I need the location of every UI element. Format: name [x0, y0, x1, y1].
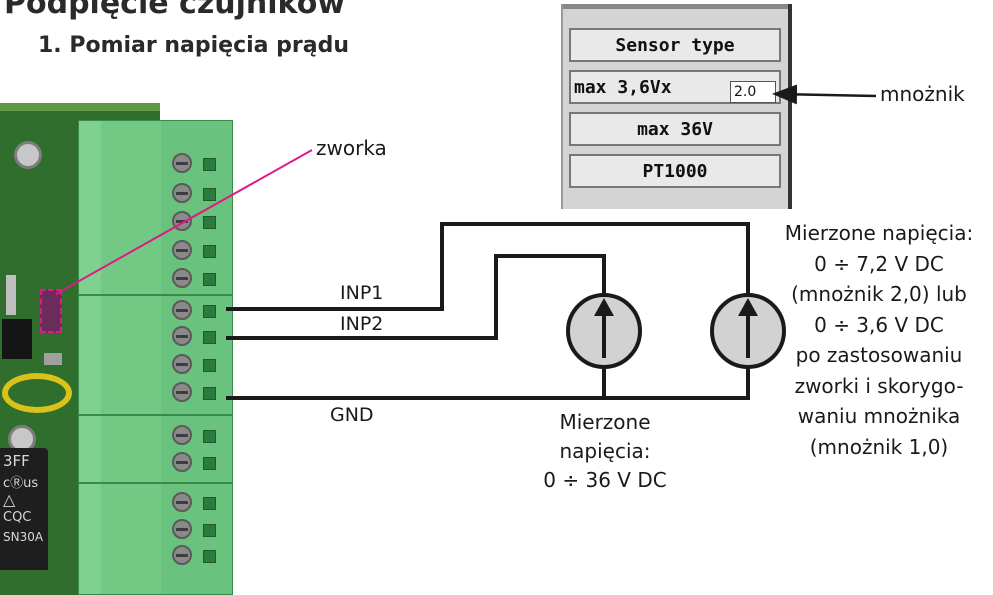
terminal-contact: [203, 331, 216, 344]
section-subtitle: 1. Pomiar napięcia prądu: [38, 33, 350, 58]
terminal-contact: [203, 305, 216, 318]
sensor-type-panel: Sensor type max 3,6Vx 2.0 max 36V PT1000: [561, 4, 792, 209]
yellow-coil: [2, 373, 72, 413]
relay: 3FF cⓇus △ CQC SN30A: [0, 448, 48, 570]
terminal-screw: [172, 268, 192, 288]
max-36v-button[interactable]: max 36V: [569, 112, 781, 146]
terminal-screw: [172, 300, 192, 320]
terminal-contact: [203, 158, 216, 171]
terminal-screw: [172, 326, 192, 346]
pcb-edge: [0, 103, 160, 111]
terminal-block: [78, 415, 233, 483]
terminal-screw: [172, 519, 192, 539]
description-line: Mierzone napięcia:: [784, 221, 974, 245]
terminal-contact: [203, 550, 216, 563]
terminal-contact: [203, 188, 216, 201]
jumper-label: zworka: [316, 136, 387, 160]
mounting-hole: [14, 141, 42, 169]
relay-label: CQC: [3, 510, 32, 525]
inp1-wire: [226, 222, 750, 311]
description-line: (mnożnik 2,0) lub: [791, 282, 967, 306]
description-line: po zastosowaniu: [795, 343, 963, 367]
description-line: 0 ÷ 3,6 V DC: [814, 312, 944, 337]
terminal-block: [78, 120, 233, 295]
terminal-screw: [172, 425, 192, 445]
terminal-block: [78, 483, 233, 595]
inp2-label: INP2: [340, 313, 384, 335]
terminal-contact: [203, 273, 216, 286]
description-line: 0 ÷ 36 V DC: [543, 468, 667, 492]
terminal-contact: [203, 524, 216, 537]
terminal-contact: [203, 497, 216, 510]
voltmeter-left-icon: [566, 293, 642, 369]
relay-label: △: [3, 490, 16, 509]
smd-component: [44, 353, 62, 365]
max-3-6v-label: max 3,6Vx: [574, 76, 672, 98]
description-line: Mierzone: [559, 410, 651, 434]
voltmeter-right-icon: [710, 293, 786, 369]
page-title: Podpięcie czujników: [4, 0, 346, 21]
relay-label: 3FF: [3, 452, 30, 470]
inp2-wire: [226, 254, 606, 340]
terminal-screw: [172, 545, 192, 565]
pt1000-button[interactable]: PT1000: [569, 154, 781, 188]
description-line: 0 ÷ 7,2 V DC: [814, 251, 944, 276]
right-meter-description: Mierzone napięcia: 0 ÷ 7,2 V DC (mnożnik…: [768, 218, 990, 462]
multiplier-label: mnożnik: [880, 82, 965, 106]
ic-chip: [2, 319, 32, 359]
sensor-type-header: Sensor type: [569, 28, 781, 62]
left-meter-description: Mierzone napięcia: 0 ÷ 36 V DC: [520, 408, 690, 495]
terminal-screw: [172, 452, 192, 472]
header-pins: [6, 275, 16, 315]
terminal-contact: [203, 430, 216, 443]
terminal-screw: [172, 240, 192, 260]
terminal-screw: [172, 382, 192, 402]
terminal-contact: [203, 245, 216, 258]
inp1-label: INP1: [340, 282, 384, 304]
terminal-contact: [203, 457, 216, 470]
terminal-contact: [203, 359, 216, 372]
description-line: waniu mnożnika: [797, 404, 961, 428]
jumper-highlight: [40, 289, 62, 333]
description-line: zworki i skorygo-: [794, 373, 964, 398]
terminal-screw: [172, 354, 192, 374]
terminal-screw: [172, 492, 192, 512]
multiplier-input[interactable]: 2.0: [730, 81, 776, 103]
description-line: (mnożnik 1,0): [809, 434, 949, 459]
terminal-screw: [172, 153, 192, 173]
terminal-contact: [203, 216, 216, 229]
terminal-screw: [172, 183, 192, 203]
gnd-label: GND: [330, 404, 374, 426]
jumper-pointer-line: [55, 149, 313, 295]
relay-label: SN30A: [3, 530, 44, 544]
relay-label: cⓇus: [3, 476, 39, 491]
panel-top-edge: [563, 4, 788, 9]
gnd-wire: [226, 366, 750, 400]
description-line: napięcia:: [559, 439, 651, 463]
terminal-contact: [203, 387, 216, 400]
multiplier-arrow: [772, 84, 877, 105]
